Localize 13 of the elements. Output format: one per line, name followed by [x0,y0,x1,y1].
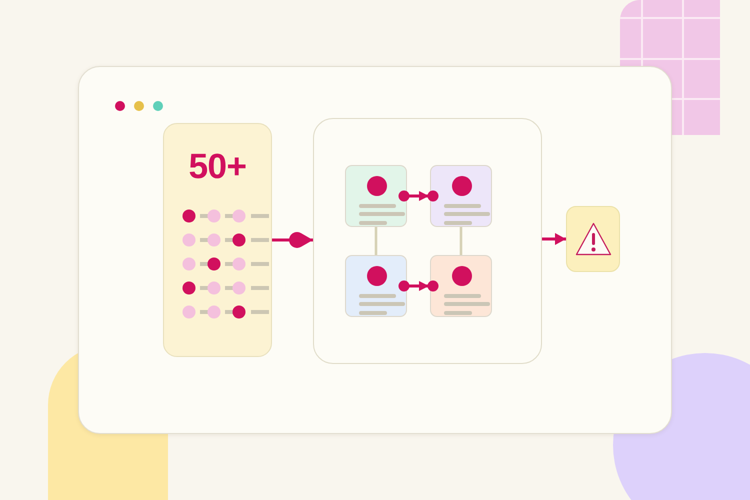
profile-card [345,165,407,227]
arrow [542,233,566,245]
process-frame [313,118,542,364]
profile-card [430,255,492,317]
profile-card [345,255,407,317]
stat-number: 50+ [188,148,246,186]
arrow [398,190,438,202]
connector-line [460,227,462,255]
alert-box [566,206,620,272]
data-panel [163,123,272,357]
arrow [398,280,438,292]
connector-line [374,227,378,255]
profile-card [430,165,492,227]
